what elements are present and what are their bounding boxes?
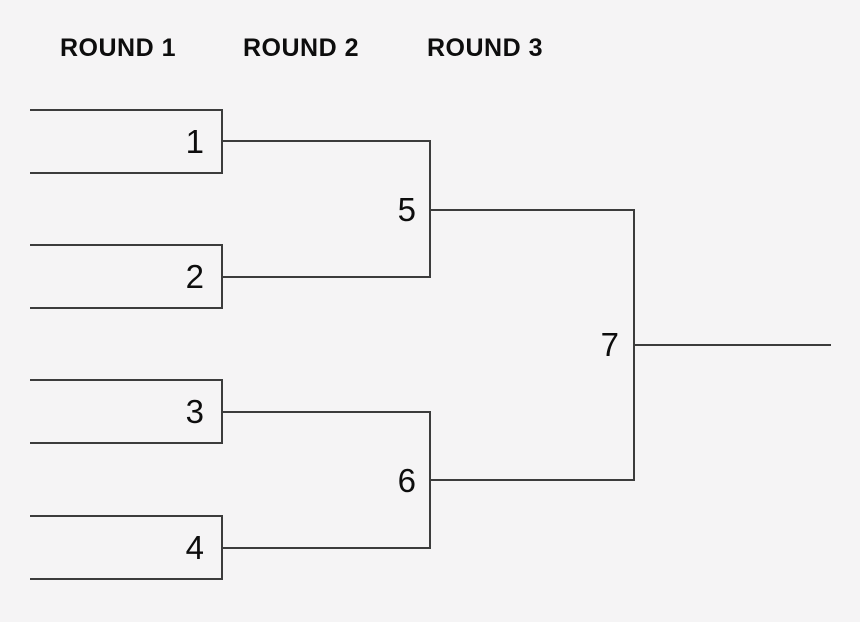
column-header-round-2: ROUND 2 <box>243 34 360 62</box>
slot-4-feeder-line <box>221 547 431 549</box>
slot-2-label: 2 <box>185 257 204 295</box>
slot-1-feeder-line <box>221 140 431 142</box>
column-header-round-1: ROUND 1 <box>60 34 177 62</box>
match-6-output-line <box>429 479 635 481</box>
slot-2-feeder-line <box>221 276 431 278</box>
round1-slot-2-box: 2 <box>30 244 223 309</box>
round1-slot-3-box: 3 <box>30 379 223 444</box>
slot-4-label: 4 <box>185 528 204 566</box>
match-6-label: 6 <box>397 462 416 499</box>
slot-3-label: 3 <box>185 392 204 430</box>
winner-output-line <box>633 344 831 346</box>
match-5-output-line <box>429 209 635 211</box>
match-5-label: 5 <box>397 191 416 228</box>
match-7-label: 7 <box>600 326 619 363</box>
slot-1-label: 1 <box>185 122 204 160</box>
round1-slot-1-box: 1 <box>30 109 223 174</box>
column-header-round-3: ROUND 3 <box>427 34 544 62</box>
round1-slot-4-box: 4 <box>30 515 223 580</box>
slot-3-feeder-line <box>221 411 431 413</box>
